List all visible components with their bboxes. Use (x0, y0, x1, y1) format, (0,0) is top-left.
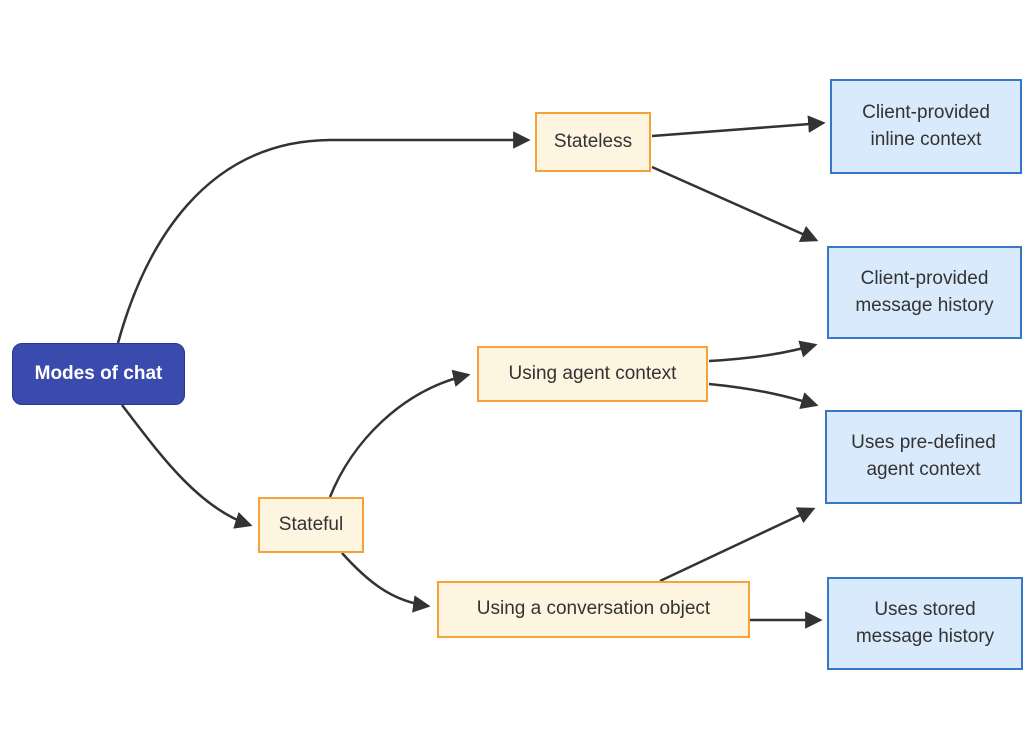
node-client-provided-inline-context: Client-provided inline context (830, 79, 1022, 174)
node-client-provided-message-history: Client-provided message history (827, 246, 1022, 339)
edge-modes-to-stateful (121, 404, 253, 529)
node-modes-of-chat: Modes of chat (12, 343, 185, 405)
node-using-a-conversation-object: Using a conversation object (437, 581, 750, 638)
edge-stateful-to-agent-context (328, 369, 471, 498)
edge-agent-context-to-message-history (708, 340, 818, 363)
node-uses-predefined-agent-context: Uses pre-defined agent context (825, 410, 1022, 504)
node-uses-stored-message-history: Uses stored message history (827, 577, 1023, 670)
edge-stateful-to-conversation-object (341, 552, 431, 613)
node-stateless: Stateless (535, 112, 651, 172)
edge-agent-context-to-predefined-context (708, 382, 819, 409)
node-stateful: Stateful (258, 497, 364, 553)
node-using-agent-context: Using agent context (477, 346, 708, 402)
edge-conversation-object-to-predefined-context (659, 507, 816, 583)
edge-stateless-to-message-history (651, 165, 819, 242)
edge-stateless-to-inline-context (651, 115, 826, 138)
edge-modes-to-stateless (116, 131, 531, 344)
